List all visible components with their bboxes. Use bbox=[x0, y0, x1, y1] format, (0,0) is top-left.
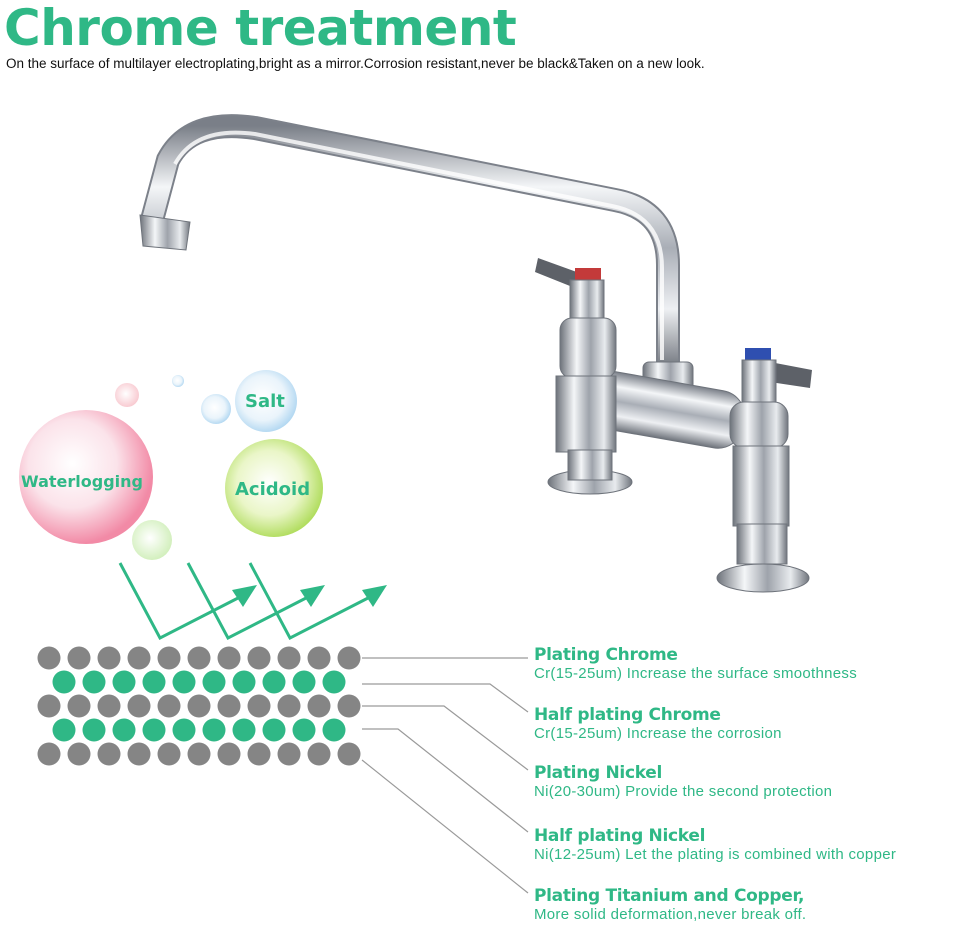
layer-title: Plating Titanium and Copper, bbox=[534, 886, 805, 906]
layer-title: Half plating Chrome bbox=[534, 705, 721, 725]
layer-dot bbox=[82, 718, 106, 742]
layer-dot bbox=[67, 646, 91, 670]
arrow-head bbox=[232, 585, 257, 607]
layer-dot bbox=[97, 646, 121, 670]
layer-dot bbox=[112, 718, 136, 742]
layer-dot bbox=[337, 694, 361, 718]
layer-dot bbox=[232, 718, 256, 742]
layer-dot bbox=[247, 646, 271, 670]
arrow-head bbox=[300, 585, 325, 607]
layer-dot bbox=[217, 694, 241, 718]
layer-desc: More solid deformation,never break off. bbox=[534, 906, 807, 923]
layer-dot bbox=[262, 670, 286, 694]
layer-dot bbox=[202, 718, 226, 742]
layer-desc: Ni(12-25um) Let the plating is combined … bbox=[534, 846, 897, 863]
page-subtitle: On the surface of multilayer electroplat… bbox=[6, 56, 705, 71]
layer-dot bbox=[247, 694, 271, 718]
salt-bubble bbox=[235, 370, 297, 432]
layer-dot bbox=[172, 670, 196, 694]
acidoid-label: Acidoid bbox=[235, 479, 311, 500]
layer-dot bbox=[277, 694, 301, 718]
layer-dot bbox=[127, 694, 151, 718]
layer-desc: Ni(20-30um) Provide the second protectio… bbox=[534, 783, 833, 800]
layer-dot bbox=[307, 694, 331, 718]
layer-dot bbox=[142, 718, 166, 742]
small-bubble bbox=[201, 394, 231, 424]
layer-dot bbox=[337, 646, 361, 670]
arrow bbox=[248, 562, 371, 641]
layer-desc: Cr(15-25um) Increase the surface smoothn… bbox=[534, 665, 858, 682]
layer-title: Plating Nickel bbox=[534, 763, 663, 783]
layer-dot bbox=[187, 742, 211, 766]
layer-dot bbox=[82, 670, 106, 694]
plating-layers-diagram bbox=[37, 646, 361, 766]
layer-dot bbox=[277, 742, 301, 766]
layer-dot bbox=[292, 718, 316, 742]
layer-dot bbox=[217, 646, 241, 670]
leader-line bbox=[362, 683, 529, 713]
leader-line bbox=[362, 705, 529, 771]
layer-dot bbox=[127, 742, 151, 766]
layer-dot bbox=[337, 742, 361, 766]
layer-dot bbox=[67, 742, 91, 766]
acidoid-bubble bbox=[225, 439, 323, 537]
salt-label: Salt bbox=[245, 391, 285, 412]
arrow-head bbox=[362, 585, 387, 607]
layer-dot bbox=[262, 718, 286, 742]
layer-dot bbox=[307, 646, 331, 670]
layer-dot bbox=[142, 670, 166, 694]
layer-dot bbox=[67, 694, 91, 718]
leader-line bbox=[362, 728, 529, 833]
small-bubble bbox=[172, 375, 184, 387]
layer-dot bbox=[277, 646, 301, 670]
layer-dot bbox=[157, 694, 181, 718]
waterlogging-bubble bbox=[19, 410, 153, 544]
layer-dot bbox=[37, 694, 61, 718]
layer-dot bbox=[232, 670, 256, 694]
small-bubble bbox=[132, 520, 172, 560]
layer-desc: Cr(15-25um) Increase the corrosion bbox=[534, 725, 782, 742]
layer-dot bbox=[187, 694, 211, 718]
faucet-image bbox=[139, 114, 812, 593]
layer-dot bbox=[157, 646, 181, 670]
layer-dot bbox=[307, 742, 331, 766]
layer-dot bbox=[37, 646, 61, 670]
layer-dot bbox=[202, 670, 226, 694]
layer-dot bbox=[112, 670, 136, 694]
layer-dot bbox=[187, 646, 211, 670]
layer-dot bbox=[97, 742, 121, 766]
layer-title: Plating Chrome bbox=[534, 645, 678, 665]
leader-line bbox=[361, 759, 529, 894]
layer-dot bbox=[322, 718, 346, 742]
bubbles-group bbox=[19, 370, 323, 560]
layer-dot bbox=[172, 718, 196, 742]
layer-dot bbox=[322, 670, 346, 694]
layer-dot bbox=[217, 742, 241, 766]
leader-lines bbox=[361, 657, 529, 894]
layer-dot bbox=[52, 718, 76, 742]
arrow bbox=[186, 562, 309, 641]
layer-dot bbox=[52, 670, 76, 694]
layer-dot bbox=[97, 694, 121, 718]
layer-dot bbox=[37, 742, 61, 766]
small-bubble bbox=[115, 383, 139, 407]
layer-dot bbox=[247, 742, 271, 766]
page-title: Chrome treatment bbox=[4, 0, 517, 57]
layer-dot bbox=[292, 670, 316, 694]
arrows-group bbox=[118, 562, 387, 641]
layer-dot bbox=[127, 646, 151, 670]
layer-dot bbox=[157, 742, 181, 766]
layer-title: Half plating Nickel bbox=[534, 826, 706, 846]
waterlogging-label: Waterlogging bbox=[21, 472, 143, 491]
